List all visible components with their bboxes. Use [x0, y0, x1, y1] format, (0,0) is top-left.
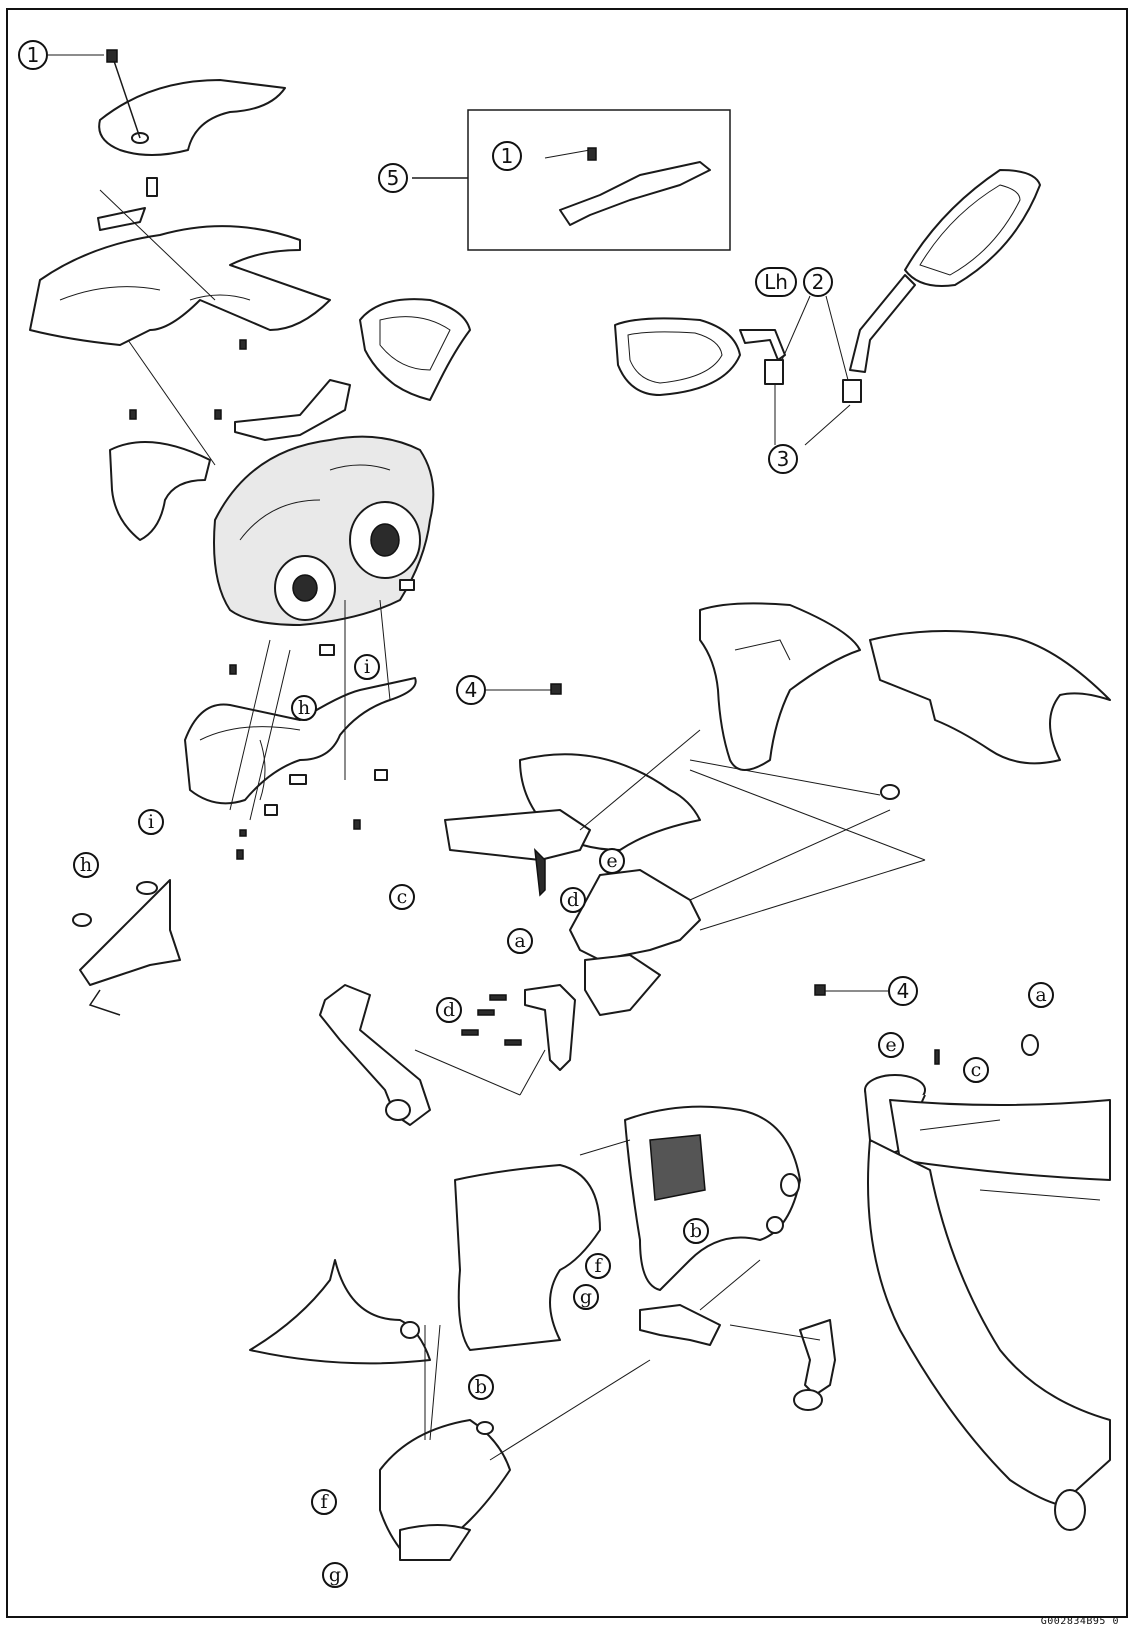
svg-text:c: c [971, 1059, 982, 1081]
letter-h-1: h [291, 695, 317, 721]
callout-3: 3 [768, 444, 798, 474]
mirror-left [614, 317, 851, 446]
svg-text:g: g [329, 1564, 341, 1586]
letter-d-2: d [436, 997, 462, 1023]
middle-fairing [444, 602, 1111, 1016]
callout-1b: 1 [492, 141, 522, 171]
svg-text:4: 4 [465, 678, 478, 702]
letter-b-1: b [683, 1218, 709, 1244]
callout-5: 5 [378, 163, 408, 193]
svg-text:f: f [594, 1255, 603, 1277]
svg-text:b: b [475, 1376, 487, 1398]
svg-text:e: e [606, 850, 617, 872]
svg-text:a: a [514, 930, 525, 952]
callout-4a: 4 [456, 675, 562, 705]
svg-text:2: 2 [812, 270, 825, 294]
svg-text:3: 3 [777, 447, 790, 471]
letter-b-2: b [468, 1374, 494, 1400]
callout-lh: Lh [755, 267, 797, 297]
letter-g-1: g [573, 1284, 599, 1310]
svg-text:d: d [443, 999, 455, 1021]
letter-g-2: g [322, 1562, 348, 1588]
svg-text:1: 1 [27, 43, 40, 67]
letter-c-2: c [963, 1057, 989, 1083]
callout-4b: 4 [814, 976, 918, 1006]
svg-text:4: 4 [897, 979, 910, 1003]
svg-text:e: e [885, 1034, 896, 1056]
svg-text:b: b [690, 1220, 702, 1242]
letter-f-1: f [585, 1253, 611, 1279]
svg-text:i: i [364, 656, 370, 678]
svg-text:h: h [80, 854, 92, 876]
drawing-code: G002834B95 0 [1040, 1616, 1119, 1627]
svg-text:1: 1 [501, 144, 514, 168]
letter-a-1: a [507, 928, 533, 954]
letter-f-2: f [311, 1489, 337, 1515]
letter-i-2: i [138, 809, 164, 835]
screw-set-upper [129, 339, 361, 860]
svg-text:g: g [580, 1286, 592, 1308]
letter-a-2: a [1028, 982, 1054, 1008]
upper-cowl-assembly [29, 49, 471, 821]
lower-fairing-assembly [249, 1105, 836, 1561]
svg-text:d: d [567, 889, 579, 911]
letter-i-1: i [354, 654, 380, 680]
letter-c-1: c [389, 884, 415, 910]
lower-bracket-assembly [319, 984, 576, 1126]
svg-text:i: i [148, 811, 154, 833]
svg-text:Lh: Lh [764, 270, 788, 294]
letter-e-2: e [878, 1032, 904, 1058]
svg-text:a: a [1035, 984, 1046, 1006]
headlight-bracket [72, 879, 181, 1016]
svg-text:5: 5 [387, 166, 400, 190]
inset-box [412, 109, 731, 251]
letter-h-2: h [73, 852, 99, 878]
letter-d-1: d [560, 887, 586, 913]
callout-1a: 1 [18, 40, 104, 70]
frame-assembly [864, 1034, 1111, 1531]
svg-text:h: h [298, 697, 310, 719]
svg-text:c: c [397, 886, 408, 908]
callout-2: 2 [781, 267, 849, 381]
letter-e-1: e [599, 848, 625, 874]
mirror-right [842, 169, 1041, 403]
svg-text:f: f [320, 1491, 329, 1513]
